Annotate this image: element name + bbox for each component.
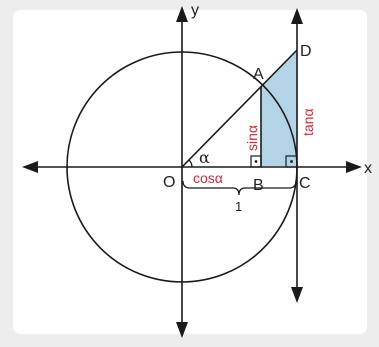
point-d-label: D xyxy=(300,43,312,60)
point-c-label: C xyxy=(299,175,311,192)
point-a-label: A xyxy=(253,66,264,83)
point-b-label: B xyxy=(253,177,264,194)
angle-label: α xyxy=(199,148,210,167)
tangent-arrow-top xyxy=(291,8,303,24)
right-angle-marker-b xyxy=(250,155,262,168)
y-axis-label: y xyxy=(191,2,199,19)
origin-label: O xyxy=(163,174,175,191)
tan-label: tanα xyxy=(300,108,316,136)
ray-od xyxy=(181,49,298,168)
x-axis-arrow-right xyxy=(346,161,362,173)
x-axis-arrow-left xyxy=(22,161,38,173)
shaded-region xyxy=(261,50,297,166)
sin-label: sinα xyxy=(244,125,260,151)
y-axis-arrow-top xyxy=(176,6,188,22)
card-background xyxy=(13,10,367,334)
tangent-arrow-bottom xyxy=(291,287,303,303)
right-angle-marker-c xyxy=(285,155,298,168)
unit-brace xyxy=(182,180,297,196)
cos-label: cosα xyxy=(193,170,223,186)
right-angle-dot-b xyxy=(254,160,258,163)
angle-arc xyxy=(188,159,193,168)
right-angle-dot-c xyxy=(290,160,293,163)
y-axis-arrow-bottom xyxy=(176,322,188,338)
x-axis-label: x xyxy=(364,160,372,177)
unit-label: 1 xyxy=(235,199,242,214)
